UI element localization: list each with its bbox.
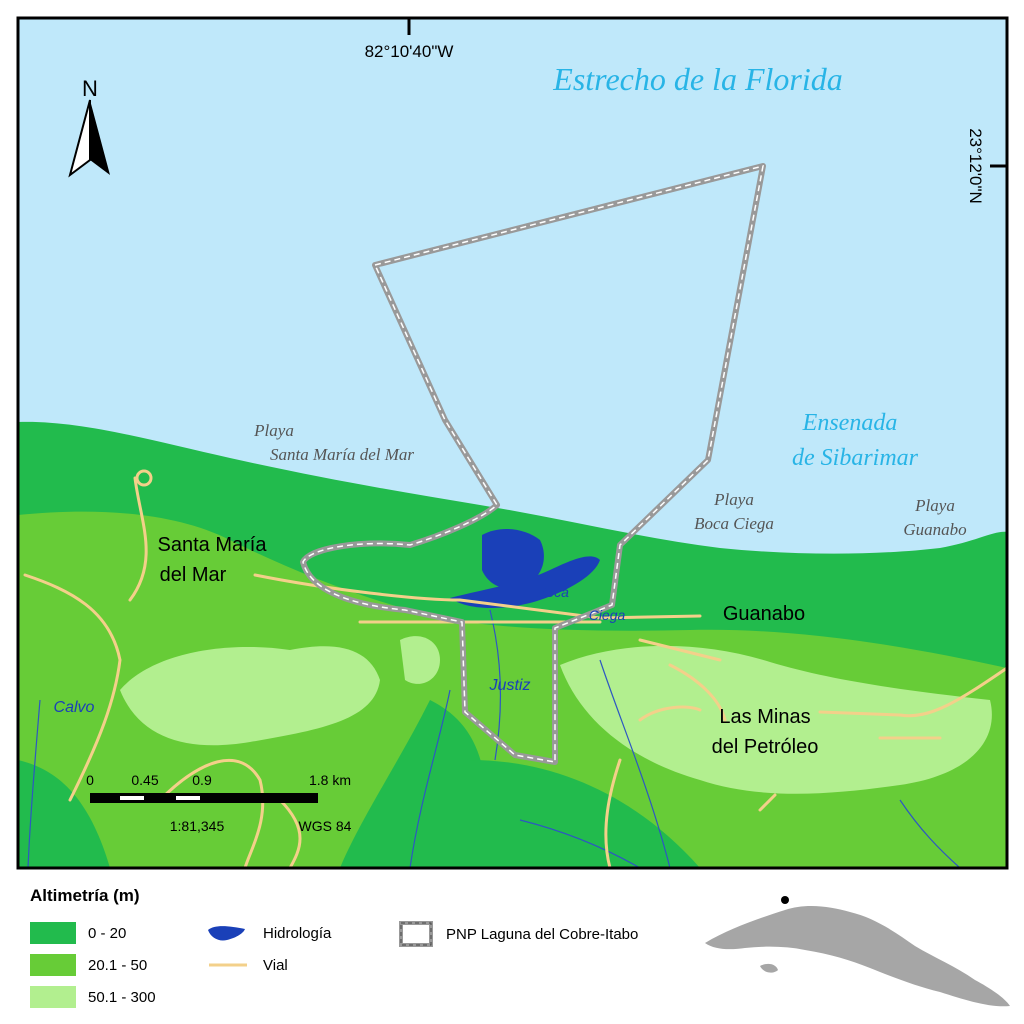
- river-network: [27, 609, 961, 868]
- latitude-label: 23°12'0"N: [966, 128, 985, 204]
- river-label: Boca: [537, 584, 569, 600]
- highland-zone: [560, 645, 992, 794]
- legend-elevation-item: 50.1 - 300: [30, 986, 156, 1008]
- bay-label-line2: de Sibarimar: [792, 445, 919, 471]
- elevation-label: 20.1 - 50: [88, 956, 148, 974]
- map-frame: [16, 16, 1009, 870]
- valley-zone: [340, 700, 487, 868]
- road-label: Vial: [263, 956, 288, 974]
- lagoon: [482, 528, 544, 590]
- park-label: PNP Laguna del Cobre-Itabo: [446, 925, 639, 943]
- legend-elevation-item: 0 - 20: [30, 922, 126, 944]
- river-label: Ciega: [589, 607, 626, 623]
- beach-label-line2: Guanabo: [903, 520, 966, 539]
- bay-label-line1: Ensenada: [802, 410, 898, 436]
- location-marker: [781, 896, 789, 904]
- map-canvas: 82°10'40"W 23°12'0"N N Estrecho de la Fl…: [16, 16, 1009, 870]
- hydrology-icon: [208, 926, 245, 941]
- river-label: Justiz: [489, 677, 531, 694]
- cuba-locator-map: [705, 896, 1010, 1007]
- scale-tick-label: 0: [86, 772, 94, 788]
- hydrology-label: Hidrología: [263, 924, 332, 942]
- legend-park-item: PNP Laguna del Cobre-Itabo: [398, 920, 638, 948]
- legend: Altimetría (m) 0 - 20 20.1 - 50 50.1 - 3…: [0, 880, 1024, 1024]
- cuba-shape: [705, 905, 1010, 1007]
- beach-label-line2: Santa María del Mar: [270, 445, 414, 464]
- highland-zone: [120, 646, 380, 746]
- road-network: [23, 469, 1007, 868]
- elevation-label: 0 - 20: [88, 924, 127, 942]
- park-boundary-icon: [399, 921, 433, 947]
- highland-zone: [400, 636, 440, 684]
- elevation-swatch: [30, 922, 76, 944]
- valley-zone: [470, 760, 700, 868]
- beach-label-line2: Boca Ciega: [694, 514, 774, 533]
- scale-ratio: 1:81,345: [170, 818, 225, 834]
- place-label-line1: Santa María: [158, 534, 268, 556]
- place-label-line1: Las Minas: [719, 706, 810, 728]
- longitude-label: 82°10'40"W: [365, 42, 454, 61]
- road-icon: [209, 963, 247, 967]
- scale-bar: [90, 793, 318, 803]
- elevation-label: 50.1 - 300: [88, 988, 156, 1006]
- isla-juventud-shape: [760, 963, 778, 973]
- legend-title: Altimetría (m): [30, 886, 140, 905]
- valley-zone: [18, 760, 110, 868]
- place-label-line2: del Petróleo: [712, 736, 819, 758]
- scale-datum: WGS 84: [299, 818, 352, 834]
- legend-hydrology-item: Hidrología: [205, 922, 331, 944]
- beach-label-line1: Playa: [914, 496, 955, 515]
- place-label: Guanabo: [723, 603, 805, 625]
- scale-tick-label: 1.8 km: [309, 772, 351, 788]
- strait-label: Estrecho de la Florida: [552, 61, 842, 97]
- north-label: N: [82, 76, 98, 101]
- legend-elevation-item: 20.1 - 50: [30, 954, 147, 976]
- elevation-swatch: [30, 986, 76, 1008]
- beach-label-line1: Playa: [713, 490, 754, 509]
- elevation-swatch: [30, 954, 76, 976]
- place-label-line2: del Mar: [160, 564, 227, 586]
- river-label: Calvo: [54, 699, 95, 716]
- scale-tick-label: 0.45: [131, 772, 158, 788]
- legend-road-item: Vial: [205, 954, 288, 976]
- park-boundary-dash: [302, 164, 764, 763]
- scale-tick-label: 0.9: [192, 772, 212, 788]
- beach-label-line1: Playa: [253, 421, 294, 440]
- north-arrow-icon: [68, 99, 110, 178]
- lagoon-channel: [450, 556, 600, 608]
